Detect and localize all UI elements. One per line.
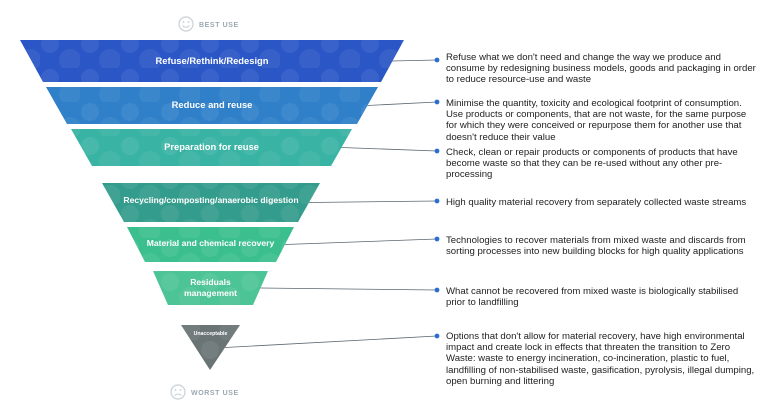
connector-dot-material-and-chemical-recovery <box>434 236 440 242</box>
sad-face-icon <box>170 384 186 400</box>
connector-line-unacceptable <box>224 335 438 348</box>
tier-description-material-and-chemical-recovery: Technologies to recover materials from m… <box>446 235 746 258</box>
tier-label-residuals-management-2: management <box>184 288 237 298</box>
tier-label-residuals-management-1: Residuals <box>190 277 231 287</box>
connector-line-reduce-and-reuse <box>367 101 438 106</box>
tier-label-refuse-rethink-redesign: Refuse/Rethink/Redesign <box>155 55 268 66</box>
tier-description-recycling-composting-anaerobic-digestion: High quality material recovery from sepa… <box>446 197 747 208</box>
tier-refuse-rethink-redesign: Refuse/Rethink/Redesign <box>20 40 440 82</box>
tier-description-refuse-rethink-redesign: Refuse what we don't need and change the… <box>446 52 756 86</box>
best-use-label: BEST USE <box>199 22 239 29</box>
connector-dot-refuse-rethink-redesign <box>434 57 440 63</box>
tier-description-reduce-and-reuse: Minimise the quantity, toxicity and ecol… <box>446 98 747 143</box>
connector-dot-preparation-for-reuse <box>434 148 440 154</box>
connector-line-preparation-for-reuse <box>341 147 438 152</box>
connector-dot-reduce-and-reuse <box>434 99 440 105</box>
tier-label-unacceptable: Unacceptable <box>194 331 228 337</box>
tier-description-unacceptable: Options that don't allow for material re… <box>446 331 755 387</box>
tier-unacceptable: Unacceptable <box>181 325 440 370</box>
tier-texture-material-and-chemical-recovery <box>127 227 294 262</box>
connector-dot-residuals-management <box>434 287 440 293</box>
tier-label-preparation-for-reuse: Preparation for reuse <box>164 141 259 152</box>
worst-use-caption: WORST USE <box>170 384 239 400</box>
connector-line-residuals-management <box>260 287 438 291</box>
connector-dot-recycling-composting-anaerobic-digestion <box>434 198 440 204</box>
tier-preparation-for-reuse: Preparation for reuse <box>71 129 440 166</box>
tier-label-reduce-and-reuse: Reduce and reuse <box>172 99 253 110</box>
tier-texture-reduce-and-reuse <box>46 87 378 124</box>
tier-texture-recycling-composting-anaerobic-digestion <box>102 183 320 222</box>
best-use-caption: BEST USE <box>178 16 239 32</box>
connector-line-refuse-rethink-redesign <box>392 59 438 62</box>
worst-use-label: WORST USE <box>191 390 239 397</box>
connector-line-material-and-chemical-recovery <box>284 238 438 245</box>
tier-description-preparation-for-reuse: Check, clean or repair products or compo… <box>446 147 738 181</box>
tier-label-material-and-chemical-recovery: Material and chemical recovery <box>147 238 275 248</box>
tier-reduce-and-reuse: Reduce and reuse <box>46 87 440 124</box>
tier-texture-refuse-rethink-redesign <box>20 40 404 82</box>
tier-texture-unacceptable <box>181 325 240 370</box>
tier-material-and-chemical-recovery: Material and chemical recovery <box>127 227 440 262</box>
tier-texture-residuals-management <box>153 271 268 305</box>
connector-dot-unacceptable <box>434 333 440 339</box>
tier-texture-preparation-for-reuse <box>71 129 352 166</box>
connector-line-recycling-composting-anaerobic-digestion <box>308 200 438 203</box>
smiley-face-icon <box>178 16 194 32</box>
tier-description-residuals-management: What cannot be recovered from mixed wast… <box>446 286 739 309</box>
tier-label-recycling-composting-anaerobic-digestion: Recycling/composting/anaerobic digestion <box>123 195 298 205</box>
tier-recycling-composting-anaerobic-digestion: Recycling/composting/anaerobic digestion <box>102 183 440 222</box>
